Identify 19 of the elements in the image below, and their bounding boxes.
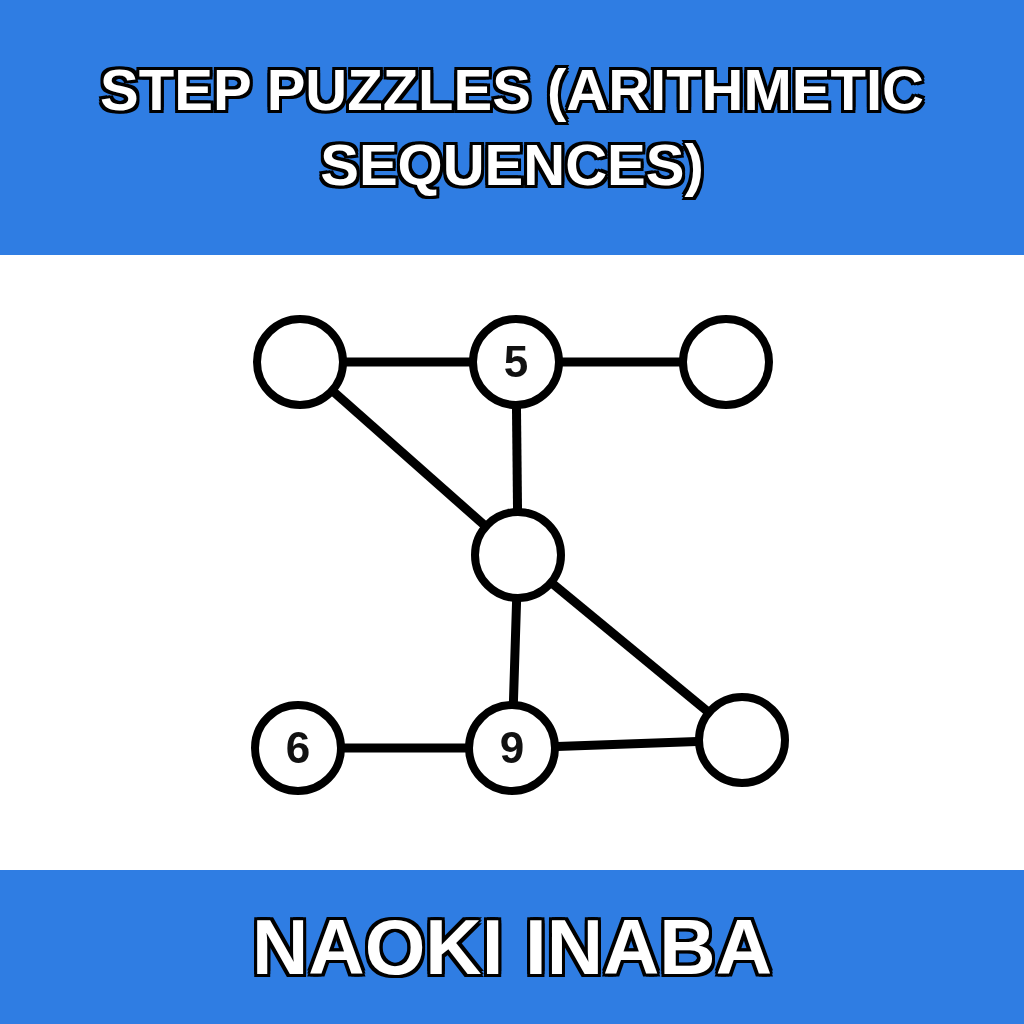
circle-node bbox=[679, 315, 773, 409]
connector-line bbox=[561, 357, 681, 367]
connector-line bbox=[330, 388, 488, 529]
connector-line bbox=[508, 599, 522, 704]
circle-node bbox=[469, 315, 563, 409]
clue-number: 6 bbox=[285, 723, 311, 773]
connector-line bbox=[549, 580, 711, 715]
circle-node bbox=[253, 315, 347, 409]
title: STEP PUZZLES (ARITHMETIC SEQUENCES) bbox=[99, 56, 925, 199]
connector-line bbox=[343, 743, 467, 753]
circle-node bbox=[465, 701, 559, 795]
clue-number: 5 bbox=[503, 337, 529, 387]
connector-line bbox=[511, 406, 523, 511]
clue-number: 9 bbox=[499, 723, 525, 773]
circle-node bbox=[695, 693, 789, 787]
circle-node bbox=[471, 508, 565, 602]
connector-line bbox=[345, 357, 471, 367]
circle-node bbox=[251, 701, 345, 795]
author-name: NAOKI INABA bbox=[252, 901, 772, 993]
